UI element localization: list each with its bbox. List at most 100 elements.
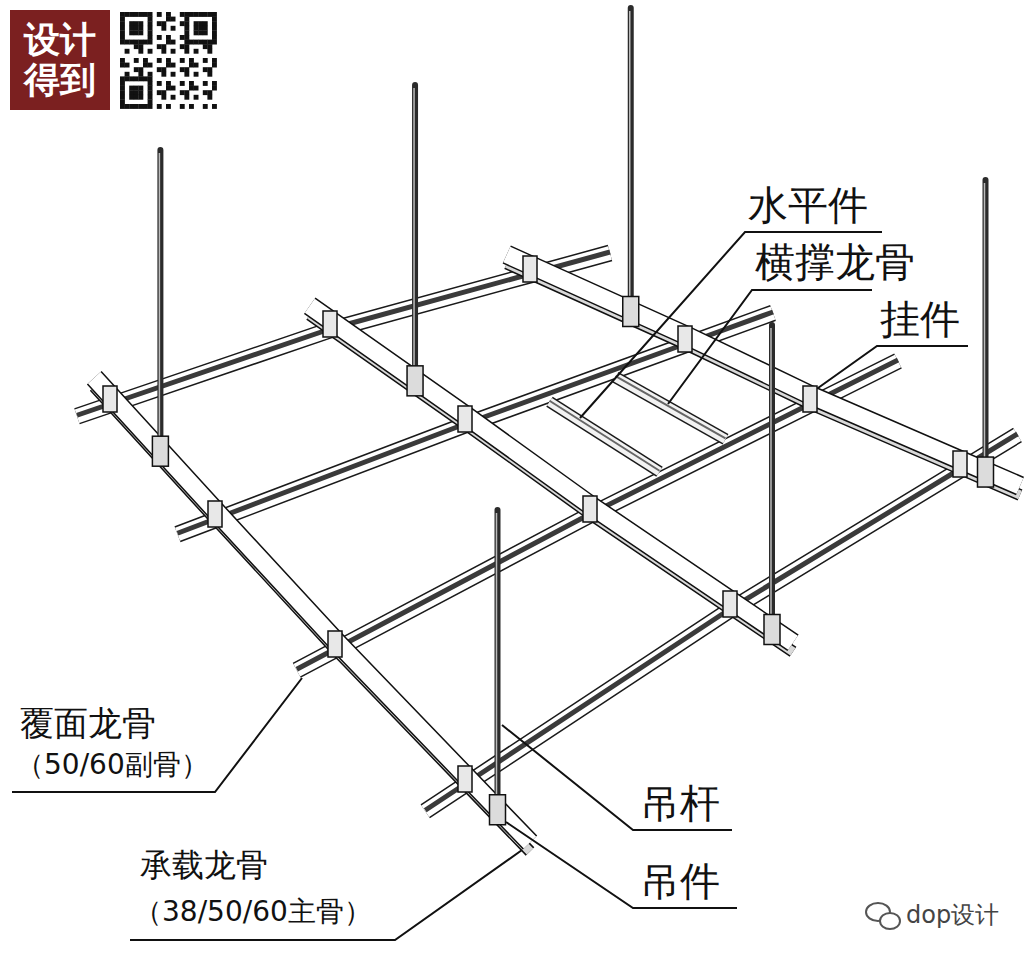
qr-module bbox=[148, 49, 153, 54]
qr-module bbox=[138, 44, 143, 49]
qr-module bbox=[129, 30, 134, 35]
qr-module bbox=[148, 30, 153, 35]
part-label: 水平件 bbox=[748, 183, 868, 227]
qr-module bbox=[157, 44, 162, 49]
qr-module bbox=[120, 17, 125, 22]
qr-module bbox=[171, 40, 176, 45]
qr-module bbox=[184, 17, 189, 22]
qr-module bbox=[161, 90, 166, 95]
qr-module bbox=[166, 86, 171, 91]
qr-module bbox=[161, 72, 166, 77]
qr-module bbox=[166, 17, 171, 22]
qr-module bbox=[180, 21, 185, 26]
qr-module bbox=[129, 95, 134, 100]
qr-module bbox=[212, 26, 217, 31]
qr-module bbox=[120, 12, 125, 17]
part-label-box: dop设计 bbox=[906, 902, 999, 928]
qr-module bbox=[134, 26, 139, 31]
qr-module bbox=[180, 67, 185, 72]
qr-module bbox=[161, 67, 166, 72]
qr-module bbox=[129, 12, 134, 17]
part-label-box: 承载龙骨 bbox=[140, 848, 268, 883]
part-label-box: 挂件 bbox=[880, 297, 960, 341]
watermark: dop设计 bbox=[906, 902, 999, 928]
qr-module bbox=[212, 21, 217, 26]
qr-module bbox=[134, 104, 139, 109]
qr-module bbox=[143, 76, 148, 81]
qr-module bbox=[212, 40, 217, 45]
clip-piece bbox=[328, 631, 342, 657]
qr-module bbox=[125, 40, 130, 45]
part-label-box: 吊件 bbox=[640, 859, 720, 903]
qr-module bbox=[198, 40, 203, 45]
qr-module bbox=[143, 40, 148, 45]
rod-highlight bbox=[984, 183, 986, 465]
qr-module bbox=[134, 40, 139, 45]
qr-module bbox=[203, 58, 208, 63]
qr-module bbox=[148, 26, 153, 31]
channel-outline bbox=[297, 361, 898, 670]
qr-module bbox=[184, 12, 189, 17]
qr-module bbox=[194, 63, 199, 68]
qr-module bbox=[161, 21, 166, 26]
qr-module bbox=[212, 35, 217, 40]
qr-module bbox=[120, 95, 125, 100]
qr-module bbox=[129, 26, 134, 31]
qr-module bbox=[148, 81, 153, 86]
qr-module bbox=[125, 12, 130, 17]
hanger-piece bbox=[764, 615, 780, 645]
part-label: 挂件 bbox=[880, 297, 960, 341]
qr-module bbox=[184, 49, 189, 54]
qr-module bbox=[184, 30, 189, 35]
qr-module bbox=[138, 67, 143, 72]
qr-module bbox=[194, 26, 199, 31]
brace-face bbox=[616, 377, 726, 439]
clip-piece bbox=[458, 406, 472, 432]
qr-module bbox=[125, 49, 130, 54]
brace-outline bbox=[616, 377, 726, 439]
qr-module bbox=[157, 81, 162, 86]
leader-line bbox=[668, 290, 872, 404]
qr-module bbox=[148, 35, 153, 40]
qr-module bbox=[207, 12, 212, 17]
qr-module bbox=[120, 99, 125, 104]
qr-module bbox=[194, 21, 199, 26]
qr-code bbox=[120, 12, 217, 109]
qr-module bbox=[120, 35, 125, 40]
qr-module bbox=[134, 67, 139, 72]
qr-module bbox=[157, 35, 162, 40]
qr-module bbox=[134, 30, 139, 35]
qr-module bbox=[166, 58, 171, 63]
qr-module bbox=[194, 95, 199, 100]
qr-module bbox=[138, 49, 143, 54]
qr-module bbox=[184, 26, 189, 31]
qr-module bbox=[166, 40, 171, 45]
rod-highlight bbox=[770, 328, 772, 623]
qr-module bbox=[148, 99, 153, 104]
qr-module bbox=[138, 72, 143, 77]
qr-module bbox=[198, 12, 203, 17]
qr-module bbox=[212, 104, 217, 109]
qr-module bbox=[120, 40, 125, 45]
qr-module bbox=[148, 76, 153, 81]
qr-module bbox=[120, 86, 125, 91]
qr-module bbox=[157, 67, 162, 72]
logo-box: 设计 得到 bbox=[10, 10, 110, 110]
qr-module bbox=[148, 104, 153, 109]
qr-module bbox=[120, 63, 125, 68]
qr-module bbox=[148, 72, 153, 77]
part-label: （38/50/60主骨） bbox=[134, 897, 372, 928]
qr-module bbox=[189, 58, 194, 63]
qr-module bbox=[138, 104, 143, 109]
clips bbox=[103, 256, 967, 792]
qr-module bbox=[157, 58, 162, 63]
qr-module bbox=[171, 26, 176, 31]
chat-icon bbox=[866, 903, 900, 929]
qr-module bbox=[157, 12, 162, 17]
rod-highlight bbox=[496, 513, 498, 803]
qr-module bbox=[212, 81, 217, 86]
rod bbox=[769, 325, 775, 625]
logo-text: 设计 得到 bbox=[10, 20, 110, 99]
qr-module bbox=[143, 12, 148, 17]
